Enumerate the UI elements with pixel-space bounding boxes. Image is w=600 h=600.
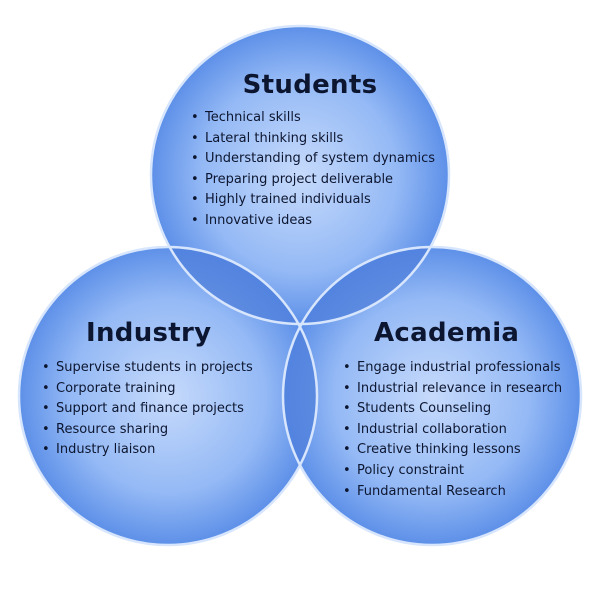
list-item: Technical skills [190, 108, 450, 129]
list-item: Policy constraint [342, 461, 567, 482]
list-item: Understanding of system dynamics [190, 149, 450, 170]
list-item: Highly trained individuals [190, 190, 450, 211]
list-item: Corporate training [41, 379, 266, 400]
students-list: Technical skills Lateral thinking skills… [190, 108, 450, 232]
circle-academia-edge [281, 245, 583, 547]
students-title: Students [242, 70, 378, 100]
industry-title: Industry [86, 318, 212, 348]
academia-list: Engage industrial professionals Industri… [342, 358, 567, 502]
industry-list: Supervise students in projects Corporate… [41, 358, 266, 461]
list-item: Fundamental Research [342, 482, 567, 503]
circle-industry-edge [17, 245, 319, 547]
list-item: Industry liaison [41, 440, 266, 461]
list-item: Students Counseling [342, 399, 567, 420]
list-item: Lateral thinking skills [190, 129, 450, 150]
list-item: Engage industrial professionals [342, 358, 567, 379]
list-item: Industrial relevance in research [342, 379, 567, 400]
academia-title: Academia [374, 318, 520, 348]
list-item: Support and finance projects [41, 399, 266, 420]
list-item: Supervise students in projects [41, 358, 266, 379]
list-item: Innovative ideas [190, 211, 450, 232]
list-item: Industrial collaboration [342, 420, 567, 441]
list-item: Creative thinking lessons [342, 440, 567, 461]
academia-label-block: Academia Engage industrial professionals… [342, 318, 567, 502]
industry-label-block: Industry Supervise students in projects … [41, 318, 266, 461]
list-item: Resource sharing [41, 420, 266, 441]
list-item: Preparing project deliverable [190, 170, 450, 191]
students-label-block: Students Technical skills Lateral thinki… [190, 70, 450, 232]
